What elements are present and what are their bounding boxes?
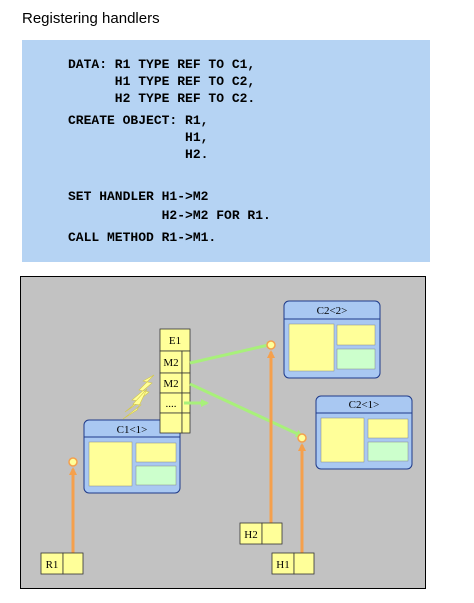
code-line: H2 TYPE REF TO C2. <box>68 91 256 106</box>
diagram-canvas: C2<2> C2<1> C1<1> E1 <box>40 300 413 575</box>
attribute-area <box>88 441 133 487</box>
object-c2-2: C2<2> <box>283 300 381 379</box>
event-table-row: .... <box>166 398 177 410</box>
attribute-area <box>320 417 365 463</box>
handler-link-h1 <box>189 382 304 438</box>
object-c2-1: C2<1> <box>315 395 413 470</box>
reference-arrow-r1 <box>68 457 78 553</box>
object-title: C2<1> <box>349 399 380 411</box>
object-c1-1: C1<1> <box>83 419 181 494</box>
code-line: H1 TYPE REF TO C2, <box>68 74 256 89</box>
reference-h1: H1 <box>271 552 315 575</box>
reference-h2: H2 <box>239 522 283 545</box>
method-area <box>135 465 177 486</box>
method-area <box>135 442 177 463</box>
code-line: H1, <box>68 130 209 145</box>
code-line: H2->M2 FOR R1. <box>68 208 271 223</box>
reference-label: H1 <box>276 559 289 571</box>
event-table-header: E1 <box>169 335 181 347</box>
method-area <box>336 324 376 346</box>
object-title: C2<2> <box>317 305 348 317</box>
reference-label: R1 <box>46 559 59 571</box>
handler-diagram: C2<2> C2<1> C1<1> E1 <box>20 276 426 589</box>
code-line: SET HANDLER H1->M2 <box>68 189 209 204</box>
event-table-row: M2 <box>163 357 178 369</box>
code-block: DATA: R1 TYPE REF TO C1, H1 TYPE REF TO … <box>22 40 430 262</box>
code-line: DATA: R1 TYPE REF TO C1, <box>68 57 256 72</box>
reference-r1: R1 <box>40 552 84 575</box>
code-line: CALL METHOD R1->M1. <box>68 230 217 245</box>
object-title: C1<1> <box>117 424 148 436</box>
handler-link-h2 <box>189 341 275 365</box>
method-area <box>367 441 409 462</box>
attribute-area <box>288 323 335 372</box>
code-line: H2. <box>68 147 209 162</box>
lightning-icon <box>122 374 155 420</box>
page-title: Registering handlers <box>22 10 160 27</box>
reference-label: H2 <box>244 529 257 541</box>
code-line: CREATE OBJECT: R1, <box>68 113 209 128</box>
method-area <box>336 348 376 370</box>
method-area <box>367 418 409 439</box>
event-table-row: M2 <box>163 378 178 390</box>
event-table-e1: E1 M2 M2 .... <box>159 328 191 434</box>
reference-arrow-h1 <box>297 433 307 553</box>
reference-arrow-h2 <box>266 340 276 523</box>
